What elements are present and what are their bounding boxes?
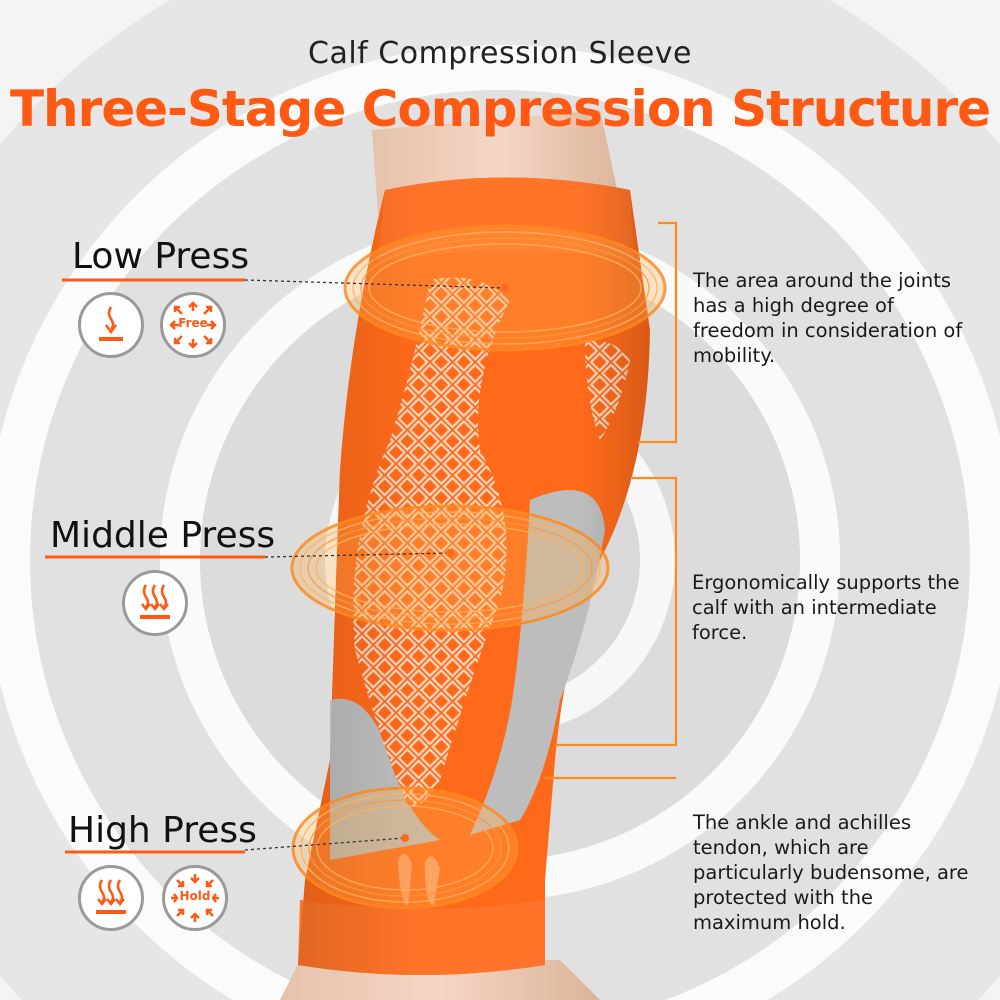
middle-press-label: Middle Press [50,515,276,556]
product-subtitle: Calf Compression Sleeve [308,36,692,71]
heat-wave-press-icon-high [78,865,144,931]
low-press-description: The area around the joints has a high de… [693,269,963,367]
label-underlines [45,278,265,854]
low-press-label: Low Press [72,236,250,277]
middle-press-ring [290,504,610,632]
high-press-description: The ankle and achilles tendon, which are… [693,811,969,934]
heat-wave-press-icon [122,570,188,636]
free-expand-icon: Free [160,292,226,358]
high-press-ring [291,786,519,910]
compression-sleeve [298,177,650,975]
hold-icon-text: Hold [179,889,211,903]
marker-dots [401,284,509,842]
downward-press-icon [78,292,144,358]
description-brackets [545,221,678,780]
page-title: Three-Stage Compression Structure [9,80,991,138]
free-icon-text: Free [178,316,208,330]
high-press-label: High Press [68,810,257,851]
hold-compress-icon: Hold [162,865,228,931]
middle-press-description: Ergonomically supports the calf with an … [692,571,960,644]
leader-lines [244,279,506,851]
